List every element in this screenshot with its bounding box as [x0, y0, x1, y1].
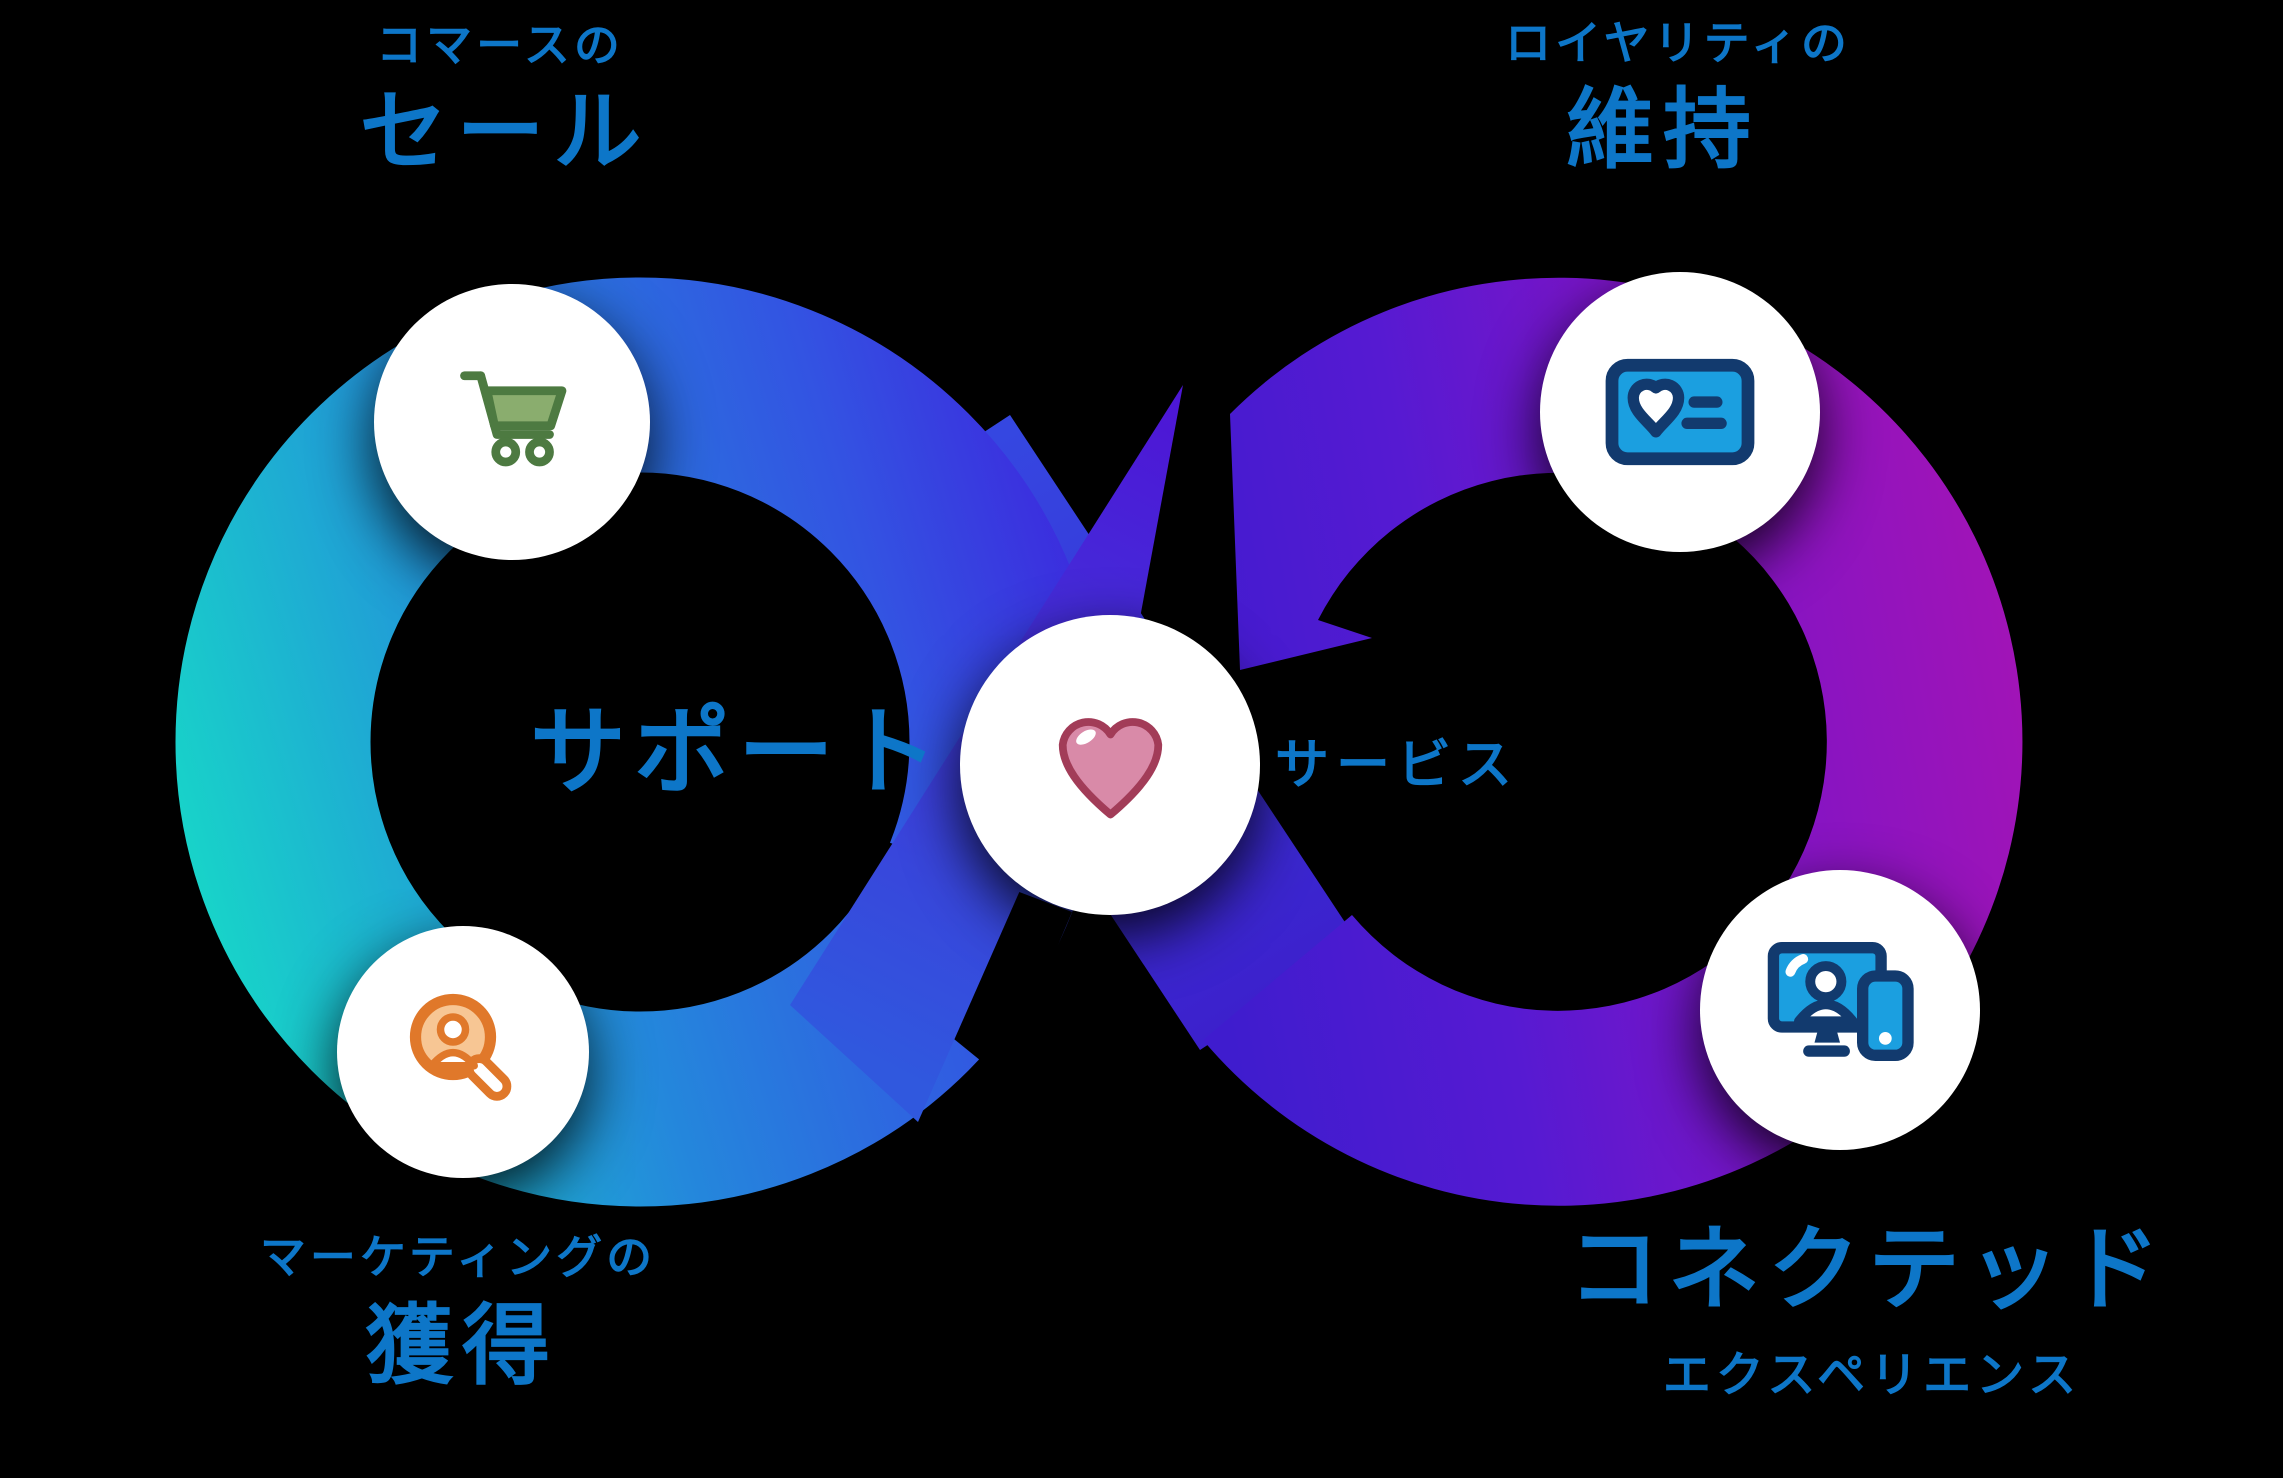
- connected-devices-icon: [1767, 942, 1914, 1061]
- connected-sub-label: エクスペリエンス: [1662, 1349, 2082, 1402]
- search-person-icon: [409, 993, 512, 1101]
- service-badge: [960, 615, 1260, 915]
- service-label: サービス: [1275, 735, 1519, 795]
- connected-experience-badge: [1700, 870, 1980, 1150]
- commerce-label: セール: [359, 82, 651, 181]
- cart-icon: [460, 371, 567, 467]
- commerce-category-label: コマースの: [376, 19, 624, 71]
- retention-badge: [1540, 272, 1820, 552]
- connected-label: コネクテッド: [1567, 1219, 2169, 1321]
- loyalty-label: 維持: [1565, 80, 1761, 179]
- loyalty-card-icon: [1605, 358, 1755, 466]
- support-label: サポート: [530, 699, 946, 806]
- loyalty-category-label: ロイヤリティの: [1505, 17, 1851, 69]
- acquisition-badge: [337, 926, 589, 1178]
- marketing-label: 獲得: [364, 1296, 560, 1395]
- heart-icon: [1058, 717, 1162, 818]
- sales-badge: [374, 284, 650, 560]
- marketing-category-label: マーケティングの: [259, 1231, 657, 1283]
